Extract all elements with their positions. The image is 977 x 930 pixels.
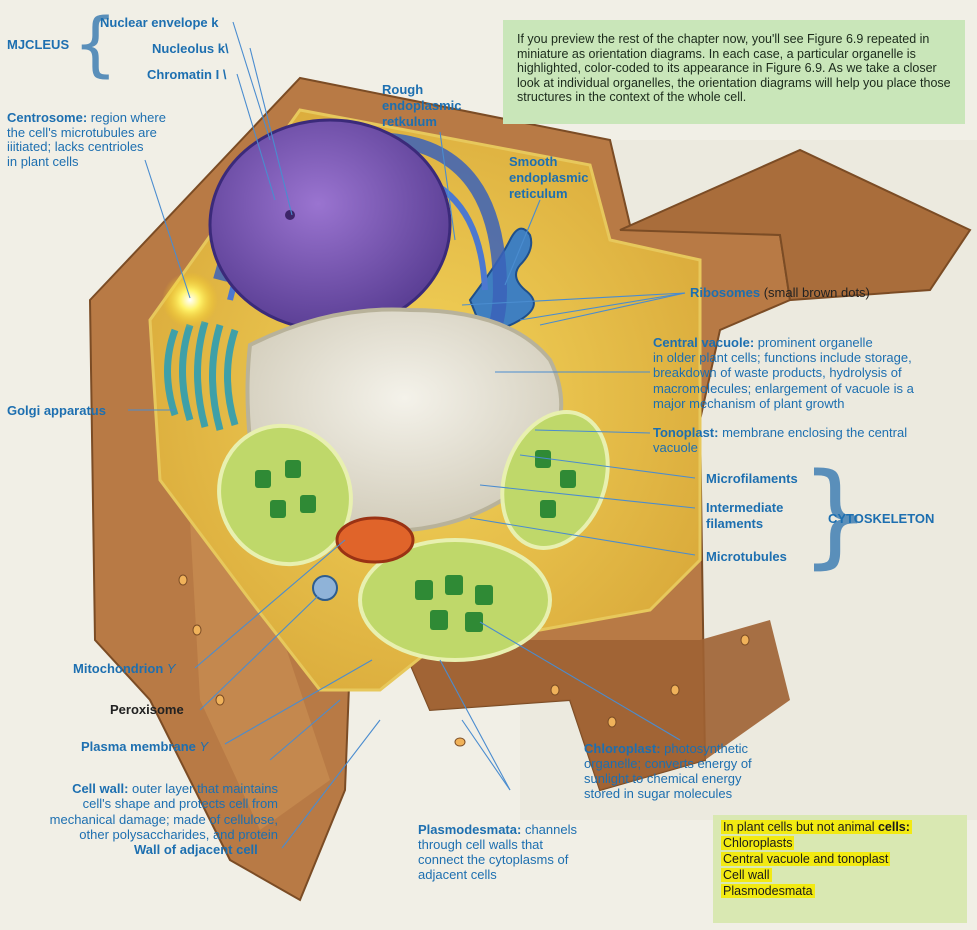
tonoplast-text-1: membrane enclosing the central bbox=[718, 425, 907, 440]
cell-wall-text-4: other polysaccharides, and protein bbox=[79, 827, 278, 842]
peroxisome-label: Peroxisome bbox=[110, 702, 184, 717]
mitochondrion-label: Mitochondrion Y bbox=[73, 661, 176, 676]
adjacent-wall-label: Wall of adjacent cell bbox=[134, 842, 258, 857]
intermediate-text-1: Intermediate bbox=[706, 500, 783, 515]
rough-er-text-3: retkulum bbox=[382, 114, 437, 129]
intermediate-filaments-label: Intermediate filaments bbox=[706, 500, 783, 532]
cell-wall-text-3: mechanical damage; made of cellulose, bbox=[50, 812, 278, 827]
nucleus bbox=[210, 120, 450, 330]
plasmodesmata-text-2: through cell walls that bbox=[418, 837, 543, 852]
chapter-note: If you preview the rest of the chapter n… bbox=[503, 20, 965, 124]
plasma-membrane-title: Plasma membrane bbox=[81, 739, 196, 754]
plant-only-item: Cell wall bbox=[721, 868, 772, 882]
microfilaments-label: Microfilaments bbox=[706, 471, 798, 486]
cell-wall-text-1: outer layer that maintains bbox=[128, 781, 278, 796]
nucleolus bbox=[285, 210, 295, 220]
centrosome-text-3: iiitiated; lacks centrioles bbox=[7, 139, 144, 154]
smooth-er-label: Smooth endoplasmic reticulum bbox=[509, 154, 588, 202]
cell-wall-label: Cell wall: outer layer that maintains ce… bbox=[5, 781, 278, 843]
vacuole-text-5: major mechanism of plant growth bbox=[653, 396, 844, 411]
plasmodesmata-text-3: connect the cytoplasms of bbox=[418, 852, 568, 867]
nucleus-group-label: MJCLEUS bbox=[7, 37, 69, 52]
mitochondrion bbox=[337, 518, 413, 562]
vacuole-text-1: prominent organelle bbox=[754, 335, 873, 350]
intermediate-text-2: filaments bbox=[706, 516, 763, 531]
chloroplast-label: Chloroplast: photosynthetic organelle; c… bbox=[584, 741, 752, 801]
chloroplast-text-3: sunlight to chemical energy bbox=[584, 771, 742, 786]
ribosomes-title: Ribosomes bbox=[690, 285, 760, 300]
mitochondrion-mark: Y bbox=[167, 661, 176, 676]
plant-only-item: Central vacuole and tonoplast bbox=[721, 852, 890, 866]
rough-er-text-2: endoplasmic bbox=[382, 98, 461, 113]
chloroplast-text-4: stored in sugar molecules bbox=[584, 786, 732, 801]
mitochondrion-title: Mitochondrion bbox=[73, 661, 163, 676]
peroxisome bbox=[313, 576, 337, 600]
tonoplast-text-2: vacuole bbox=[653, 440, 698, 455]
chromatin-label: Chromatin I \ bbox=[147, 67, 226, 82]
plasmodesmata-title: Plasmodesmata: bbox=[418, 822, 521, 837]
centrosome bbox=[162, 272, 218, 328]
microtubules-label: Microtubules bbox=[706, 549, 787, 564]
cell-wall-text-2: cell's shape and protects cell from bbox=[83, 796, 278, 811]
plant-only-item: Plasmodesmata bbox=[721, 884, 815, 898]
plasma-membrane-mark: Y bbox=[200, 739, 209, 754]
nuclear-envelope-label: Nuclear envelope k bbox=[100, 15, 219, 30]
plant-only-heading-bold: cells: bbox=[878, 820, 910, 834]
centrosome-text-2: the cell's microtubules are bbox=[7, 125, 157, 140]
plant-only-heading: In plant cells but not animal cells: bbox=[721, 820, 912, 834]
centrosome-label: Centrosome: region where the cell's micr… bbox=[7, 111, 166, 169]
chloroplast-text-1: photosynthetic bbox=[661, 741, 748, 756]
chloroplast-text-2: organelle; converts energy of bbox=[584, 756, 752, 771]
plasmodesmata-label: Plasmodesmata: channels through cell wal… bbox=[418, 822, 577, 882]
tonoplast-title: Tonoplast: bbox=[653, 425, 718, 440]
rough-er-label: Rough endoplasmic retkulum bbox=[382, 82, 461, 130]
vacuole-title: Central vacuole: bbox=[653, 335, 754, 350]
plant-only-heading-text: In plant cells but not animal bbox=[723, 820, 878, 834]
cytoskeleton-label: CYTOSKELETON bbox=[828, 511, 934, 526]
cell-wall-title: Cell wall: bbox=[72, 781, 128, 796]
ribosomes-label: Ribosomes (small brown dots) bbox=[690, 285, 870, 300]
plasmodesmata-text-1: channels bbox=[521, 822, 577, 837]
central-vacuole-label: Central vacuole: prominent organelle in … bbox=[653, 335, 914, 411]
smooth-er-text-1: Smooth bbox=[509, 154, 557, 169]
vacuole-text-2: in older plant cells; functions include … bbox=[653, 350, 912, 365]
centrosome-text-1: region where bbox=[87, 110, 166, 125]
vacuole-text-3: breakdown of waste products, hydrolysis … bbox=[653, 365, 902, 380]
smooth-er-text-2: endoplasmic bbox=[509, 170, 588, 185]
chloroplast-title: Chloroplast: bbox=[584, 741, 661, 756]
chapter-note-text: If you preview the rest of the chapter n… bbox=[517, 32, 951, 104]
centrosome-text-4: in plant cells bbox=[7, 154, 79, 169]
ribosomes-desc: (small brown dots) bbox=[760, 285, 870, 300]
plasmodesmata-text-4: adjacent cells bbox=[418, 867, 497, 882]
centrosome-title: Centrosome: bbox=[7, 110, 87, 125]
smooth-er-text-3: reticulum bbox=[509, 186, 568, 201]
plant-only-item: Chloroplasts bbox=[721, 836, 794, 850]
plasma-membrane-label: Plasma membrane Y bbox=[81, 739, 208, 754]
golgi-label: Golgi apparatus bbox=[7, 403, 106, 418]
vacuole-text-4: macromolecules; enlargement of vacuole i… bbox=[653, 381, 914, 396]
rough-er-text-1: Rough bbox=[382, 82, 423, 97]
nucleolus-label: Nucleolus k\ bbox=[152, 41, 229, 56]
